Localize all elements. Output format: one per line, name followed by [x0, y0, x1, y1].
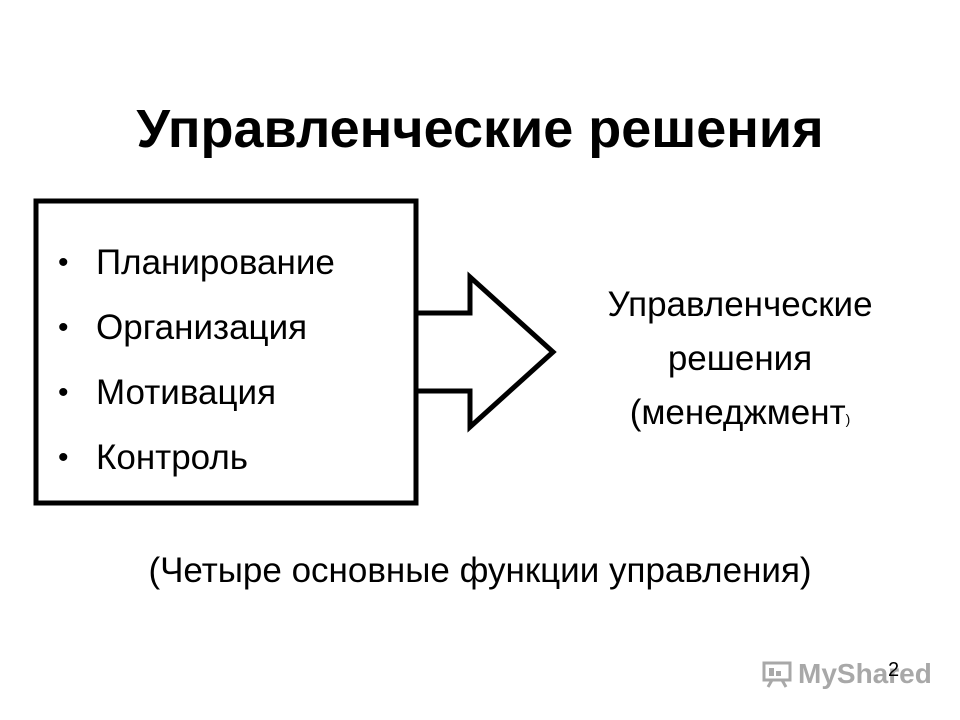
result-label: Управленческие решения (менеджмент) [555, 278, 925, 446]
function-organization: Организация [96, 308, 308, 347]
presentation-board-icon [762, 661, 792, 688]
result-line-3-main: (менеджмент [629, 393, 846, 432]
result-line-2: решения [667, 339, 813, 378]
slide-title: Управленческие решения [136, 99, 824, 160]
functions-list: • Планирование • Организация • Мотивация… [58, 230, 335, 490]
watermark: MyShared [762, 656, 932, 692]
bullet-icon: • [58, 441, 69, 474]
bullet-icon: • [58, 376, 69, 409]
watermark-brand: MyShared [798, 658, 932, 689]
list-item: • Мотивация [58, 360, 335, 425]
arrow-shape [413, 271, 557, 433]
result-closing-paren: ) [845, 411, 851, 427]
bullet-icon: • [58, 246, 69, 279]
function-control: Контроль [96, 438, 249, 477]
slide-number: 2 [888, 659, 900, 681]
function-motivation: Мотивация [96, 373, 277, 412]
result-line-1: Управленческие [607, 285, 873, 324]
result-line-3: (менеджмент) [555, 386, 925, 446]
list-item: • Контроль [58, 425, 335, 490]
list-item: • Планирование [58, 230, 335, 295]
caption: (Четыре основные функции управления) [148, 551, 812, 590]
function-planning: Планирование [96, 243, 335, 282]
bullet-icon: • [58, 311, 69, 344]
list-item: • Организация [58, 295, 335, 360]
